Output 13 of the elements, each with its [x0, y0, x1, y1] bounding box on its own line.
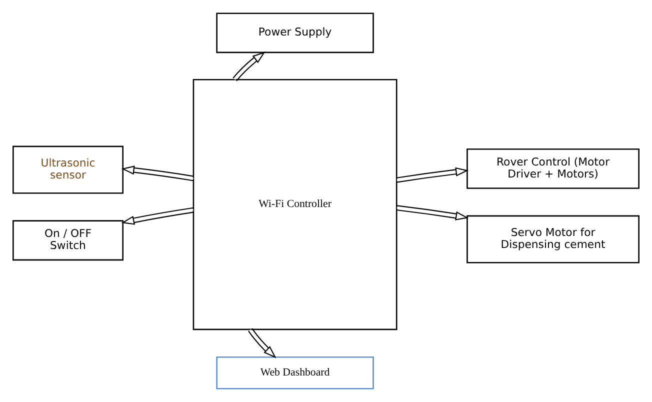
arrow [121, 166, 194, 182]
arrow [232, 52, 266, 82]
arrow [396, 205, 469, 220]
arrow [248, 328, 276, 358]
node-box: Wi-Fi Controller [192, 78, 398, 330]
node-box: On / OFF Switch [12, 220, 124, 261]
node-box: Rover Control (Motor Driver + Motors) [466, 148, 640, 189]
node-box: Power Supply [216, 12, 374, 54]
node-box: Servo Motor for Dispensing cement [466, 215, 640, 264]
arrow [396, 167, 469, 183]
node-box: Ultrasonic sensor [12, 146, 124, 194]
node-box: Web Dashboard [216, 356, 374, 390]
arrow [121, 207, 194, 225]
